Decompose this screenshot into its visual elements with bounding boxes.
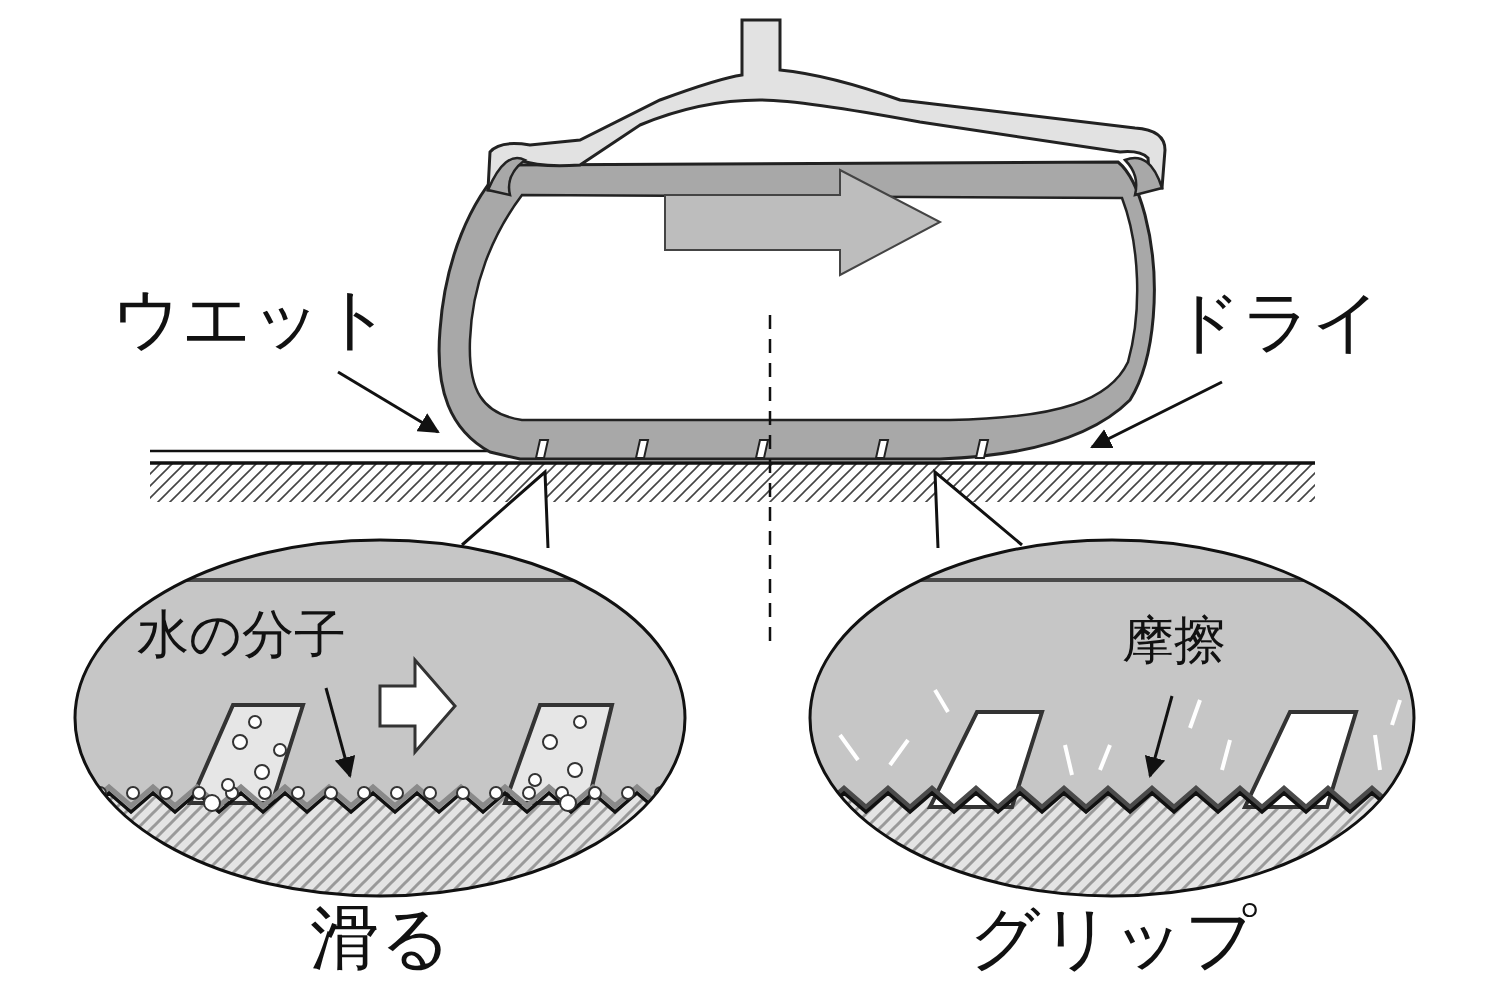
water-molecule bbox=[560, 795, 576, 811]
callout-heading: グリップ bbox=[969, 900, 1257, 977]
water-film bbox=[150, 450, 515, 453]
condition-label: ドライ bbox=[1172, 285, 1382, 360]
water-molecule bbox=[589, 787, 601, 799]
tread-groove bbox=[976, 440, 988, 458]
water-molecule bbox=[523, 787, 535, 799]
friction-mark bbox=[890, 740, 908, 765]
tread-block bbox=[1245, 712, 1356, 807]
road-surface bbox=[150, 461, 1315, 465]
tread-grooves bbox=[536, 440, 988, 458]
water-molecule bbox=[457, 787, 469, 799]
tread-groove bbox=[876, 440, 888, 458]
water-molecule bbox=[325, 787, 337, 799]
water-molecule bbox=[622, 787, 634, 799]
water-molecule bbox=[259, 787, 271, 799]
friction-mark bbox=[840, 735, 858, 760]
friction-mark bbox=[1100, 745, 1110, 770]
road-hatch bbox=[150, 464, 1315, 502]
tread-groove bbox=[536, 440, 548, 458]
callout-wedge bbox=[935, 472, 1022, 548]
slide-arrow bbox=[380, 660, 455, 752]
water-molecule bbox=[358, 787, 370, 799]
center-line bbox=[769, 315, 772, 645]
friction-mark bbox=[1190, 700, 1200, 728]
tire-bead bbox=[1125, 158, 1162, 195]
friction-mark bbox=[1375, 735, 1380, 770]
part-label: 水の分子 bbox=[137, 606, 346, 663]
water-molecule bbox=[233, 735, 247, 749]
water-molecule bbox=[574, 716, 586, 728]
water-molecule bbox=[193, 787, 205, 799]
magnified-callout: 水の分子滑る bbox=[75, 540, 687, 898]
tread-groove bbox=[756, 440, 768, 458]
water-molecule bbox=[391, 787, 403, 799]
wheel-rim bbox=[488, 20, 1165, 190]
friction-mark bbox=[1392, 700, 1400, 725]
friction-mark bbox=[1222, 740, 1230, 770]
friction-mark bbox=[1065, 745, 1072, 775]
water-molecule bbox=[543, 735, 557, 749]
part-label: 摩擦 bbox=[1122, 612, 1226, 669]
tread-groove bbox=[636, 440, 648, 458]
tread-block bbox=[505, 705, 612, 803]
leader-line bbox=[338, 372, 438, 432]
water-molecule bbox=[127, 787, 139, 799]
magnified-view-outline bbox=[75, 540, 685, 896]
tire-bead bbox=[488, 158, 525, 195]
friction-mark bbox=[935, 690, 948, 712]
magnified-callout: 摩擦グリップ bbox=[810, 540, 1416, 898]
direction-arrow bbox=[665, 170, 940, 275]
water-molecule bbox=[204, 795, 220, 811]
leader-line bbox=[1092, 382, 1222, 447]
tire-body bbox=[439, 162, 1154, 459]
water-molecule bbox=[529, 774, 541, 786]
callout-heading: 滑る bbox=[310, 900, 452, 977]
callout-drawing bbox=[810, 540, 1416, 898]
water-molecule bbox=[160, 787, 172, 799]
leader-line bbox=[1150, 696, 1172, 776]
water-molecule bbox=[255, 765, 269, 779]
callout-wedge bbox=[462, 472, 548, 548]
water-molecule bbox=[490, 787, 502, 799]
magnified-view-outline bbox=[810, 540, 1414, 896]
condition-label: ウエット bbox=[112, 282, 392, 357]
water-molecule bbox=[568, 763, 582, 777]
water-molecule bbox=[274, 744, 286, 756]
water-molecule bbox=[249, 716, 261, 728]
water-molecule bbox=[292, 787, 304, 799]
leader-line bbox=[326, 688, 350, 776]
water-molecule bbox=[222, 779, 234, 791]
callout-drawing bbox=[75, 540, 687, 898]
water-molecule bbox=[424, 787, 436, 799]
